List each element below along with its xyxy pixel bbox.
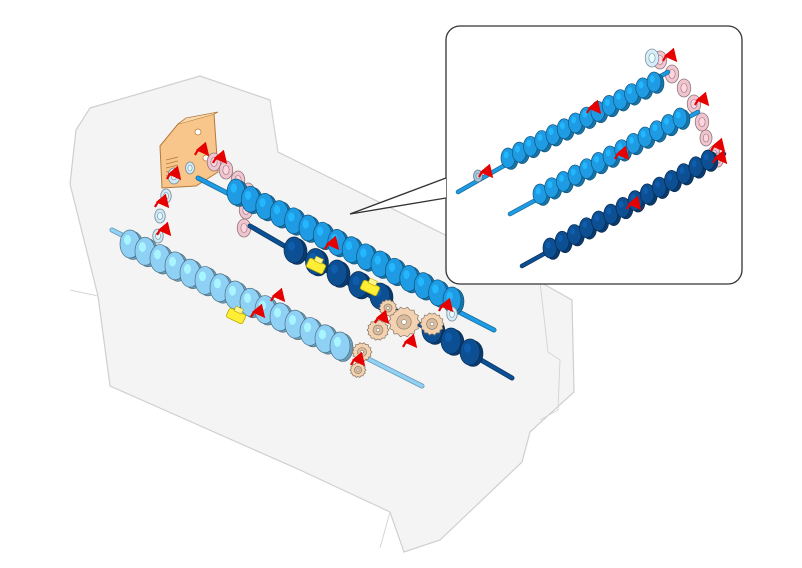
roller-icon [341,236,364,265]
gear-icon [366,319,390,341]
pulley-icon [152,228,164,244]
roller-icon [637,126,656,149]
gear-icon [419,312,445,336]
sensor-icon [305,255,327,275]
pulley-icon [694,112,710,132]
sensor-icon [225,305,247,325]
pulley-icon [218,160,234,180]
rotation-arrow-icon [324,235,340,251]
roller-icon [329,331,354,362]
pulley-icon [446,306,458,322]
rotation-arrow-icon [350,351,366,367]
housing-edge [69,99,561,549]
pulley-icon [676,78,692,98]
rotation-arrow-icon [712,149,728,165]
roller-icon [459,338,484,367]
rotation-arrow-icon [194,141,210,157]
pulley-icon [154,208,166,224]
rotation-arrow-icon [154,193,170,209]
main-assembly [109,111,515,389]
roller-icon [646,71,665,94]
detail-assembly [455,47,728,269]
rotation-arrow-icon [438,297,454,313]
roller-icon [635,77,654,100]
rotation-arrow-icon [586,99,602,115]
rotation-arrow-icon [402,333,418,349]
pulley-icon [644,48,660,68]
rotation-arrow-icon [710,137,726,153]
rotation-arrow-icon [694,91,710,107]
roller-icon [326,259,351,288]
rotation-arrow-icon [614,145,630,161]
callout-pointer [349,177,447,215]
rotation-arrow-icon [212,149,228,165]
rotation-arrow-icon [166,165,182,181]
roller-icon [688,156,707,179]
pulley-icon [236,218,252,238]
roller-icon [639,183,658,206]
roller-icon [269,200,292,229]
rotation-arrow-icon [478,163,494,179]
sensor-icon [359,277,381,297]
gear-icon [387,306,421,338]
rotation-arrow-icon [270,287,286,303]
rotation-arrow-icon [626,195,642,211]
pulley-icon [699,129,713,147]
rotation-arrow-icon [374,309,390,325]
pulley-icon [185,161,195,175]
roller-icon [672,107,691,130]
roller-icon [440,327,465,356]
roller-icon [413,272,436,301]
rotation-arrow-icon [250,303,266,319]
roller-icon [544,177,562,200]
roller-icon [348,271,372,300]
rotation-arrow-icon [156,221,172,237]
roller-icon [601,95,620,118]
roller-icon [283,236,308,265]
rotation-arrow-icon [662,47,678,63]
